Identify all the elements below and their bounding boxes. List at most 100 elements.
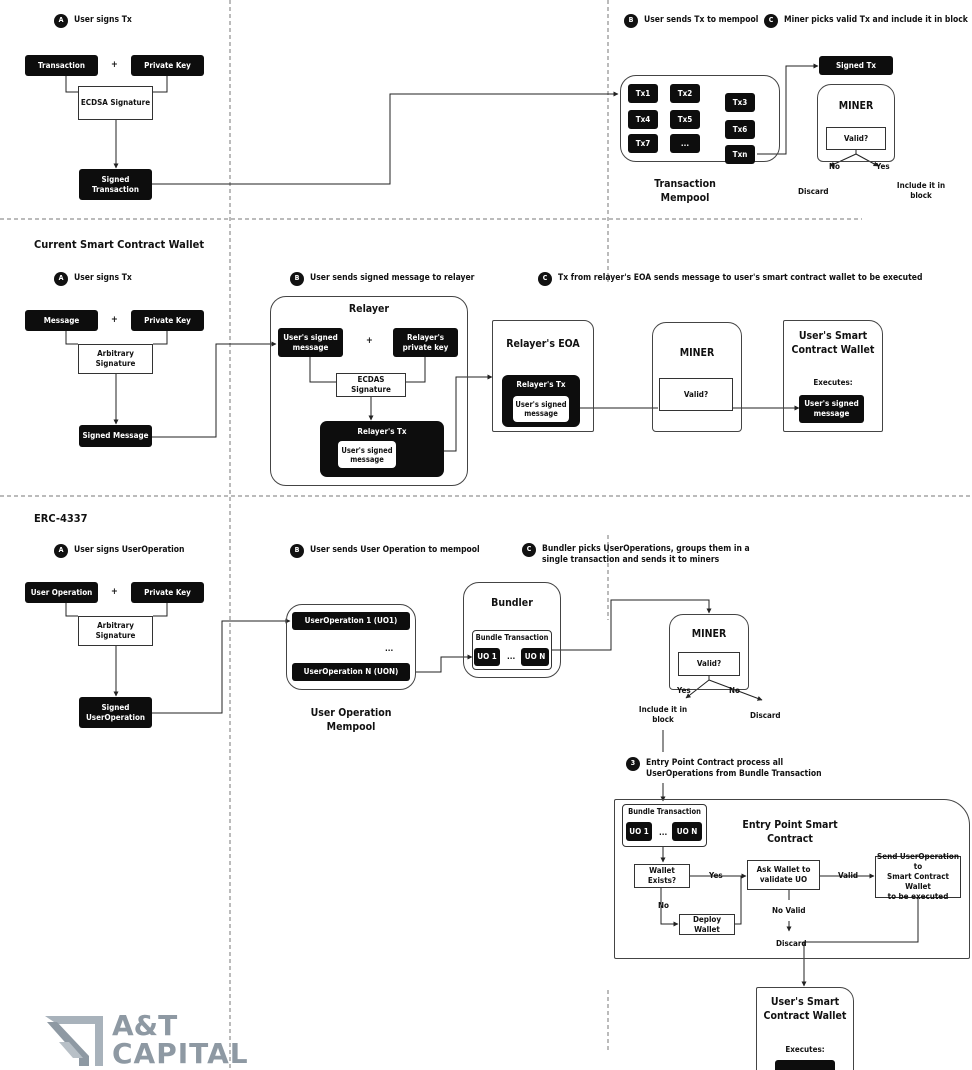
s3-bundle-tx-label: Bundle Transaction <box>475 633 549 642</box>
s2-executes: Executes: <box>813 378 853 387</box>
s3-bundle-dots: ... <box>507 652 516 661</box>
s1-step-b-label: User sends Tx to mempool <box>644 15 759 25</box>
s3-bundle-uo1: UO 1 <box>474 648 500 666</box>
s3-plus: + <box>111 587 118 597</box>
s2-relayer-container <box>270 296 468 486</box>
s3-step-b: B User sends User Operation to mempool <box>290 544 480 558</box>
s3-no-valid-label: No Valid <box>772 906 806 915</box>
s3-title: ERC-4337 <box>34 512 88 525</box>
s1-step-c: C Miner picks valid Tx and include it in… <box>764 14 968 28</box>
s3-ask-wallet-box: Ask Wallet to validate UO <box>747 860 820 890</box>
s2-wallet-title: User's Smart Contract Wallet <box>791 330 875 357</box>
s3-discard2: Discard <box>776 939 807 948</box>
s3-wallet-exec-box <box>775 1060 835 1070</box>
s3-arbitrary-box: Arbitrary Signature <box>78 616 153 646</box>
s1-discard: Discard <box>798 187 829 196</box>
s2-miner-container <box>652 322 742 432</box>
s2-inner-message: User's signed message <box>338 441 396 468</box>
s1-transaction-box: Transaction <box>25 55 98 76</box>
s3-include: Include it in block <box>638 705 688 725</box>
s2-eoa-title: Relayer's EOA <box>506 338 580 350</box>
s1-miner-container <box>817 84 895 162</box>
s3-no2-label: No <box>658 901 669 910</box>
s3-step-c: C Bundler picks UserOperations, groups t… <box>522 543 750 567</box>
s3-step-b-label: User sends User Operation to mempool <box>310 545 480 555</box>
s2-plus: + <box>111 315 118 325</box>
s1-mempool-tx3: Tx3 <box>725 93 755 112</box>
s1-mempool-tx7: Tx7 <box>628 134 658 153</box>
s1-private-key-box: Private Key <box>131 55 204 76</box>
s3-uo1-box: UserOperation 1 (UO1) <box>292 612 410 630</box>
s1-mempool-tx6: Tx6 <box>725 120 755 139</box>
s1-mempool-tx1: Tx1 <box>628 84 658 103</box>
s1-mempool-tx4: Tx4 <box>628 110 658 129</box>
s2-eoa-message: User's signed message <box>513 396 569 422</box>
s2-step-a: A User signs Tx <box>54 272 132 286</box>
s1-yes-label: Yes <box>876 162 890 171</box>
s2-ecdas-box: ECDAS Signature <box>336 373 406 397</box>
s3-bundle-uon: UO N <box>521 648 549 666</box>
s3-ep-bundle-frame <box>622 804 707 847</box>
s3-ep-title: Entry Point Smart Contract <box>742 819 838 846</box>
s3-step-a-label: User signs UserOperation <box>74 545 185 555</box>
s1-ecdsa-box: ECDSA Signature <box>78 86 153 120</box>
logo-line2: CAPITAL <box>112 1037 249 1070</box>
s2-miner-title: MINER <box>679 347 715 359</box>
s3-private-key-box: Private Key <box>131 582 204 603</box>
s2-wallet-message: User's signed message <box>799 395 864 423</box>
s3-valid-label: Valid <box>838 871 859 880</box>
s1-mempool-title: Transaction Mempool <box>654 178 716 205</box>
s1-step-b-badge: B <box>624 14 638 28</box>
s3-entry-point-container <box>614 799 970 959</box>
s2-step-c: C Tx from relayer's EOA sends message to… <box>538 272 923 286</box>
s1-step-b: B User sends Tx to mempool <box>624 14 759 28</box>
s3-send-uo-box: Send UserOperation to Smart Contract Wal… <box>875 852 961 901</box>
s3-wallet-exists-box: Wallet Exists? <box>634 864 690 888</box>
s3-ep-uon: UO N <box>672 822 702 841</box>
s1-miner-title: MINER <box>838 100 874 112</box>
s2-private-key-box: Private Key <box>131 310 204 331</box>
s2-signed-message-box: Signed Message <box>79 425 152 447</box>
s3-no-label: No <box>729 686 740 695</box>
s1-step-a-label: User signs Tx <box>74 15 132 25</box>
s2-relayer-title: Relayer <box>348 303 390 315</box>
s1-step-c-badge: C <box>764 14 778 28</box>
s3-step-b-badge: B <box>290 544 304 558</box>
s2-wallet-container <box>783 320 883 432</box>
s2-step-a-badge: A <box>54 272 68 286</box>
s3-mempool-container <box>286 604 416 690</box>
s3-step-c-label: Bundler picks UserOperations, groups the… <box>542 544 750 566</box>
s3-yes2-label: Yes <box>709 871 723 880</box>
s3-signed-uo-box: Signed UserOperation <box>79 697 152 728</box>
s2-step-b: B User sends signed message to relayer <box>290 272 475 286</box>
s2-step-b-badge: B <box>290 272 304 286</box>
s3-bundler-title: Bundler <box>491 597 533 609</box>
s3-step-3: 3 Entry Point Contract process all UserO… <box>626 757 822 781</box>
s3-bundle-tx-frame <box>472 630 552 670</box>
s3-discard: Discard <box>750 711 781 720</box>
s3-mempool-ellipsis: ... <box>385 644 394 653</box>
s2-title: Current Smart Contract Wallet <box>34 238 205 251</box>
s2-step-b-label: User sends signed message to relayer <box>310 273 475 283</box>
s1-mempool-txn: Txn <box>725 145 755 164</box>
s3-ep-uo1: UO 1 <box>626 822 652 841</box>
s2-plus2: + <box>366 336 373 346</box>
s1-step-c-label: Miner picks valid Tx and include it in b… <box>784 15 968 25</box>
s3-step-a: A User signs UserOperation <box>54 544 185 558</box>
logo-line1: A&T <box>112 1009 178 1042</box>
s3-user-operation-box: User Operation <box>25 582 98 603</box>
s2-step-c-badge: C <box>538 272 552 286</box>
s2-relayers-private-key: Relayer's private key <box>393 328 458 357</box>
s3-mempool-title: User Operation Mempool <box>310 707 392 734</box>
s2-step-c-label: Tx from relayer's EOA sends message to u… <box>558 273 923 283</box>
s3-uon-box: UserOperation N (UON) <box>292 663 410 681</box>
s1-step-a-badge: A <box>54 14 68 28</box>
s1-mempool-container <box>620 75 780 162</box>
s2-eoa-tx-label: Relayer's Tx <box>516 380 566 389</box>
s3-step-a-badge: A <box>54 544 68 558</box>
s3-miner-title: MINER <box>691 628 727 640</box>
s3-step-3-label: Entry Point Contract process all UserOpe… <box>646 758 822 780</box>
logo-mark-icon <box>45 1016 103 1066</box>
s3-step-c-badge: C <box>522 543 536 557</box>
